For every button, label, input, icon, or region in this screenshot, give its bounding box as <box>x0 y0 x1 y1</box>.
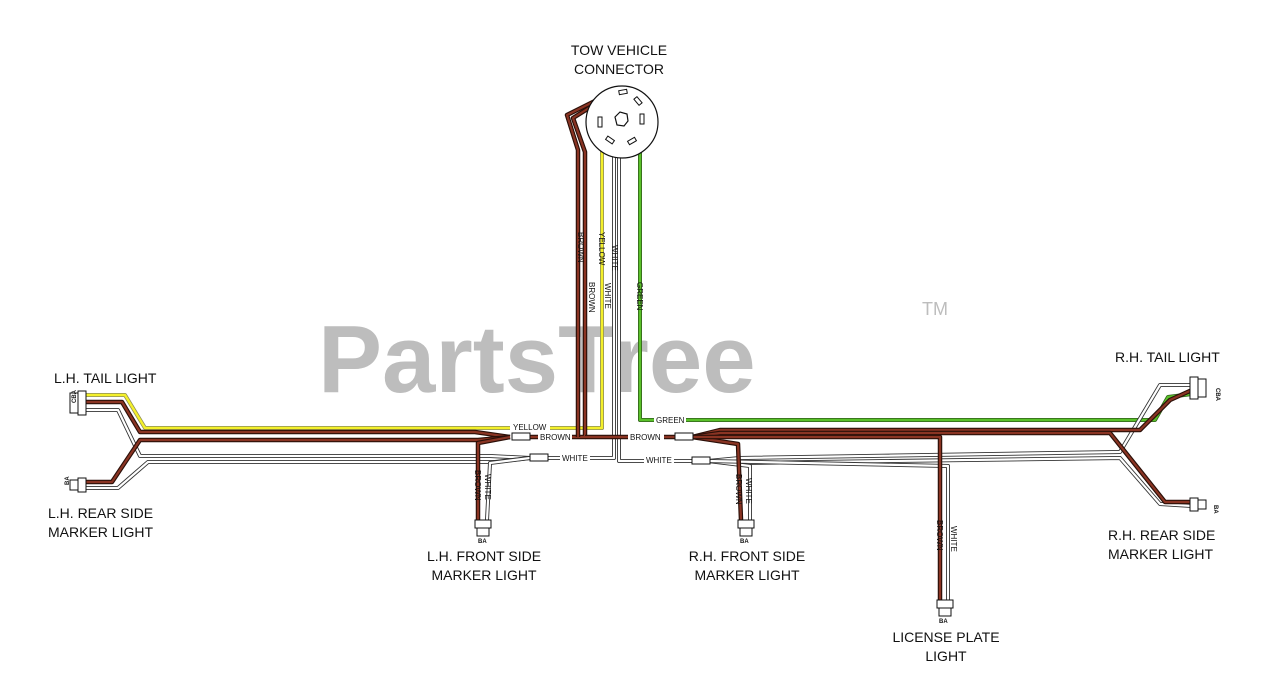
rh-rear-side-connector: BA <box>1189 497 1218 514</box>
tow-vehicle-connector <box>585 85 659 159</box>
wire-label-lh-front-brown: BROWN <box>473 470 482 501</box>
lh-tail-connector: CBA <box>69 389 87 416</box>
wire-label-rh-front-white: WHITE <box>744 478 753 504</box>
wire-yellow <box>84 128 604 430</box>
wire-label-green-h: GREEN <box>656 416 685 425</box>
svg-text:CBA: CBA <box>1214 388 1220 402</box>
wire-label-white-left: WHITE <box>562 454 588 463</box>
wire-label-yellow-v: YELLOW <box>597 232 606 266</box>
wire-label-brown-v1: BROWN <box>576 232 585 263</box>
rh-white-splice <box>691 456 711 465</box>
rh-brown-splice <box>674 432 694 441</box>
rh-rear-side-label-1: R.H. REAR SIDE <box>1108 527 1215 543</box>
tow-vehicle-connector-label-1: TOW VEHICLE <box>571 42 667 58</box>
wire-label-brown-left: BROWN <box>540 433 571 442</box>
partstree-watermark: PartsTree <box>318 306 756 413</box>
svg-text:BA: BA <box>740 539 749 545</box>
wire-label-license-brown: BROWN <box>935 520 944 551</box>
rh-tail-connector: CBA <box>1189 376 1220 402</box>
wire-label-lh-front-white: WHITE <box>483 474 492 500</box>
lh-front-side-connector: BA <box>474 519 492 545</box>
license-plate-connector: BA <box>936 599 954 625</box>
svg-text:BA: BA <box>65 476 71 485</box>
svg-text:BA: BA <box>478 539 487 545</box>
wire-labels: BROWN BROWN YELLOW WHITE WHITE GREEN YEL… <box>473 232 958 552</box>
lh-rear-side-connector: BA <box>65 476 87 493</box>
wire-label-rh-front-brown: BROWN <box>734 474 743 505</box>
rh-front-side-label-2: MARKER LIGHT <box>694 567 799 583</box>
component-labels: TOW VEHICLE CONNECTOR L.H. TAIL LIGHT R.… <box>48 42 1220 664</box>
rh-front-side-label-1: R.H. FRONT SIDE <box>689 548 805 564</box>
lh-tail-light-label: L.H. TAIL LIGHT <box>54 370 157 386</box>
lh-white-splice <box>529 453 549 462</box>
wire-label-license-white: WHITE <box>949 526 958 552</box>
svg-text:CBA: CBA <box>72 389 78 403</box>
tow-vehicle-connector-label-2: CONNECTOR <box>574 61 664 77</box>
svg-text:BA: BA <box>1212 505 1218 514</box>
lh-brown-splice <box>511 432 531 441</box>
wire-label-white-v2: WHITE <box>603 283 612 309</box>
lh-front-side-label-1: L.H. FRONT SIDE <box>427 548 541 564</box>
rh-rear-side-label-2: MARKER LIGHT <box>1108 546 1213 562</box>
wire-label-white-right: WHITE <box>646 456 672 465</box>
license-plate-label-1: LICENSE PLATE <box>892 629 999 645</box>
license-plate-label-2: LIGHT <box>925 648 967 664</box>
wire-label-brown-right: BROWN <box>630 433 661 442</box>
rh-tail-light-label: R.H. TAIL LIGHT <box>1115 349 1220 365</box>
rh-front-side-connector: BA <box>737 519 755 545</box>
wire-label-brown-v2: BROWN <box>587 282 596 313</box>
lh-rear-side-label-2: MARKER LIGHT <box>48 524 153 540</box>
svg-text:BA: BA <box>939 619 948 625</box>
splice-connectors <box>511 432 711 465</box>
lh-front-side-label-2: MARKER LIGHT <box>431 567 536 583</box>
wire-label-white-v1: WHITE <box>610 245 619 271</box>
wire-label-green-v: GREEN <box>635 282 644 311</box>
lh-rear-side-label-1: L.H. REAR SIDE <box>48 505 153 521</box>
wire-label-yellow-h: YELLOW <box>513 423 547 432</box>
trademark-symbol: TM <box>922 299 948 319</box>
